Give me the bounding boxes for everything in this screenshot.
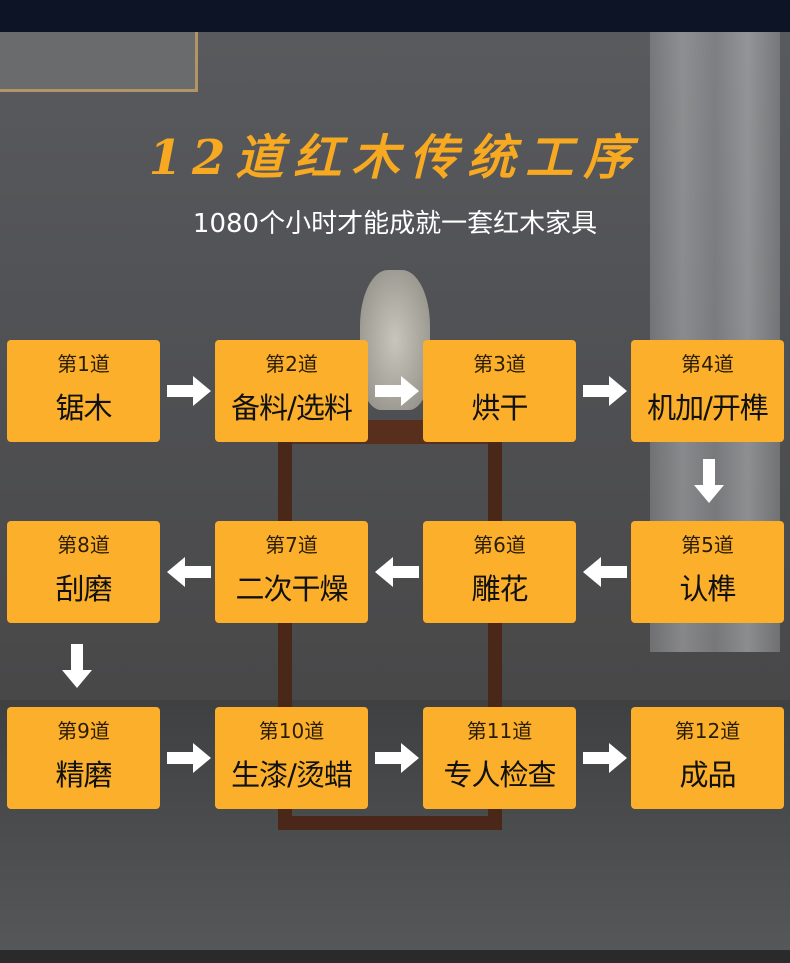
step-name: 成品 (679, 758, 736, 792)
step-4: 第4道机加/开榫 (631, 340, 784, 442)
arrow-icon (167, 376, 211, 406)
step-12: 第12道成品 (631, 707, 784, 809)
step-1: 第1道锯木 (7, 340, 160, 442)
step-number: 第2道 (265, 352, 318, 376)
step-name: 刮磨 (55, 572, 112, 606)
step-name: 锯木 (55, 391, 112, 425)
arrow-icon (375, 743, 419, 773)
step-name: 雕花 (471, 572, 528, 606)
arrow-icon (694, 459, 724, 503)
step-name: 精磨 (55, 758, 112, 792)
step-3: 第3道烘干 (423, 340, 576, 442)
step-name: 二次干燥 (235, 572, 348, 606)
step-name: 备料/选料 (231, 391, 353, 425)
step-number: 第12道 (674, 719, 741, 743)
step-number: 第8道 (57, 533, 110, 557)
step-name: 专人检查 (443, 758, 556, 792)
step-name: 生漆/烫蜡 (231, 758, 353, 792)
step-number: 第10道 (258, 719, 325, 743)
step-number: 第7道 (265, 533, 318, 557)
step-6: 第6道雕花 (423, 521, 576, 623)
wall-frame (0, 32, 198, 92)
step-8: 第8道刮磨 (7, 521, 160, 623)
top-bar (0, 0, 790, 32)
step-10: 第10道生漆/烫蜡 (215, 707, 368, 809)
arrow-icon (583, 743, 627, 773)
step-2: 第2道备料/选料 (215, 340, 368, 442)
step-name: 烘干 (471, 391, 528, 425)
arrow-icon (583, 376, 627, 406)
step-5: 第5道认榫 (631, 521, 784, 623)
step-9: 第9道精磨 (7, 707, 160, 809)
step-11: 第11道专人检查 (423, 707, 576, 809)
step-7: 第7道二次干燥 (215, 521, 368, 623)
arrow-icon (167, 557, 211, 587)
arrow-icon (375, 557, 419, 587)
step-name: 认榫 (679, 572, 736, 606)
step-number: 第5道 (681, 533, 734, 557)
page-subtitle: 1080个小时才能成就一套红木家具 (192, 209, 598, 239)
step-number: 第11道 (466, 719, 533, 743)
step-name: 机加/开榫 (647, 391, 769, 425)
arrow-icon (62, 644, 92, 688)
step-number: 第3道 (473, 352, 526, 376)
arrow-icon (167, 743, 211, 773)
step-number: 第4道 (681, 352, 734, 376)
step-number: 第6道 (473, 533, 526, 557)
step-number: 第1道 (57, 352, 110, 376)
step-number: 第9道 (57, 719, 110, 743)
bottom-bar (0, 950, 790, 963)
arrow-icon (375, 376, 419, 406)
page-title: 12道红木传统工序 (148, 130, 642, 186)
arrow-icon (583, 557, 627, 587)
